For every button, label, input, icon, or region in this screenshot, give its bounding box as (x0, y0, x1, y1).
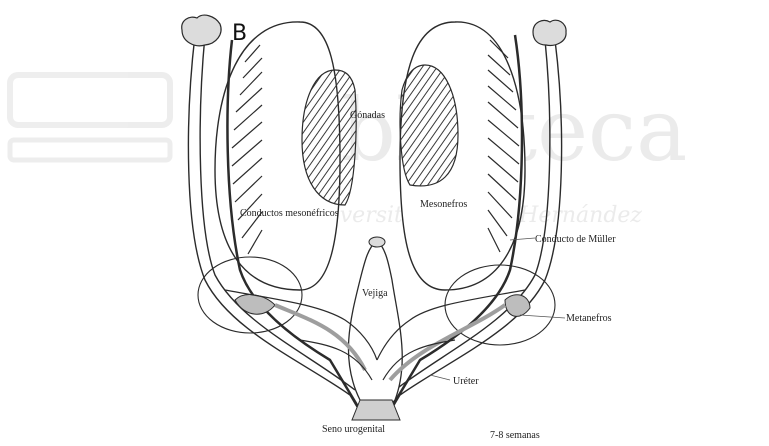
bladder (348, 237, 402, 409)
right-fimbria-icon (533, 20, 566, 45)
label-gonadas: Gónadas (350, 110, 385, 121)
label-mesonefros-top: Mesonefros (420, 199, 467, 210)
label-seno-urogenital: Seno urogenital (322, 424, 385, 435)
label-edad: 7-8 semanas (490, 430, 540, 441)
panel-letter: B (232, 21, 247, 46)
label-ureter: Uréter (453, 376, 479, 387)
label-conductos-mesonefricos: Conductos mesonéfricos (240, 208, 339, 219)
left-fimbria-icon (182, 15, 221, 46)
label-metanefros: Metanefros (566, 313, 612, 324)
label-vejiga: Vejiga (362, 288, 388, 299)
urogenital-sinus (352, 400, 400, 420)
label-conducto-muller: Conducto de Müller (535, 234, 616, 245)
right-metanephros-pelvis (505, 295, 530, 317)
right-metanephros (445, 265, 555, 345)
